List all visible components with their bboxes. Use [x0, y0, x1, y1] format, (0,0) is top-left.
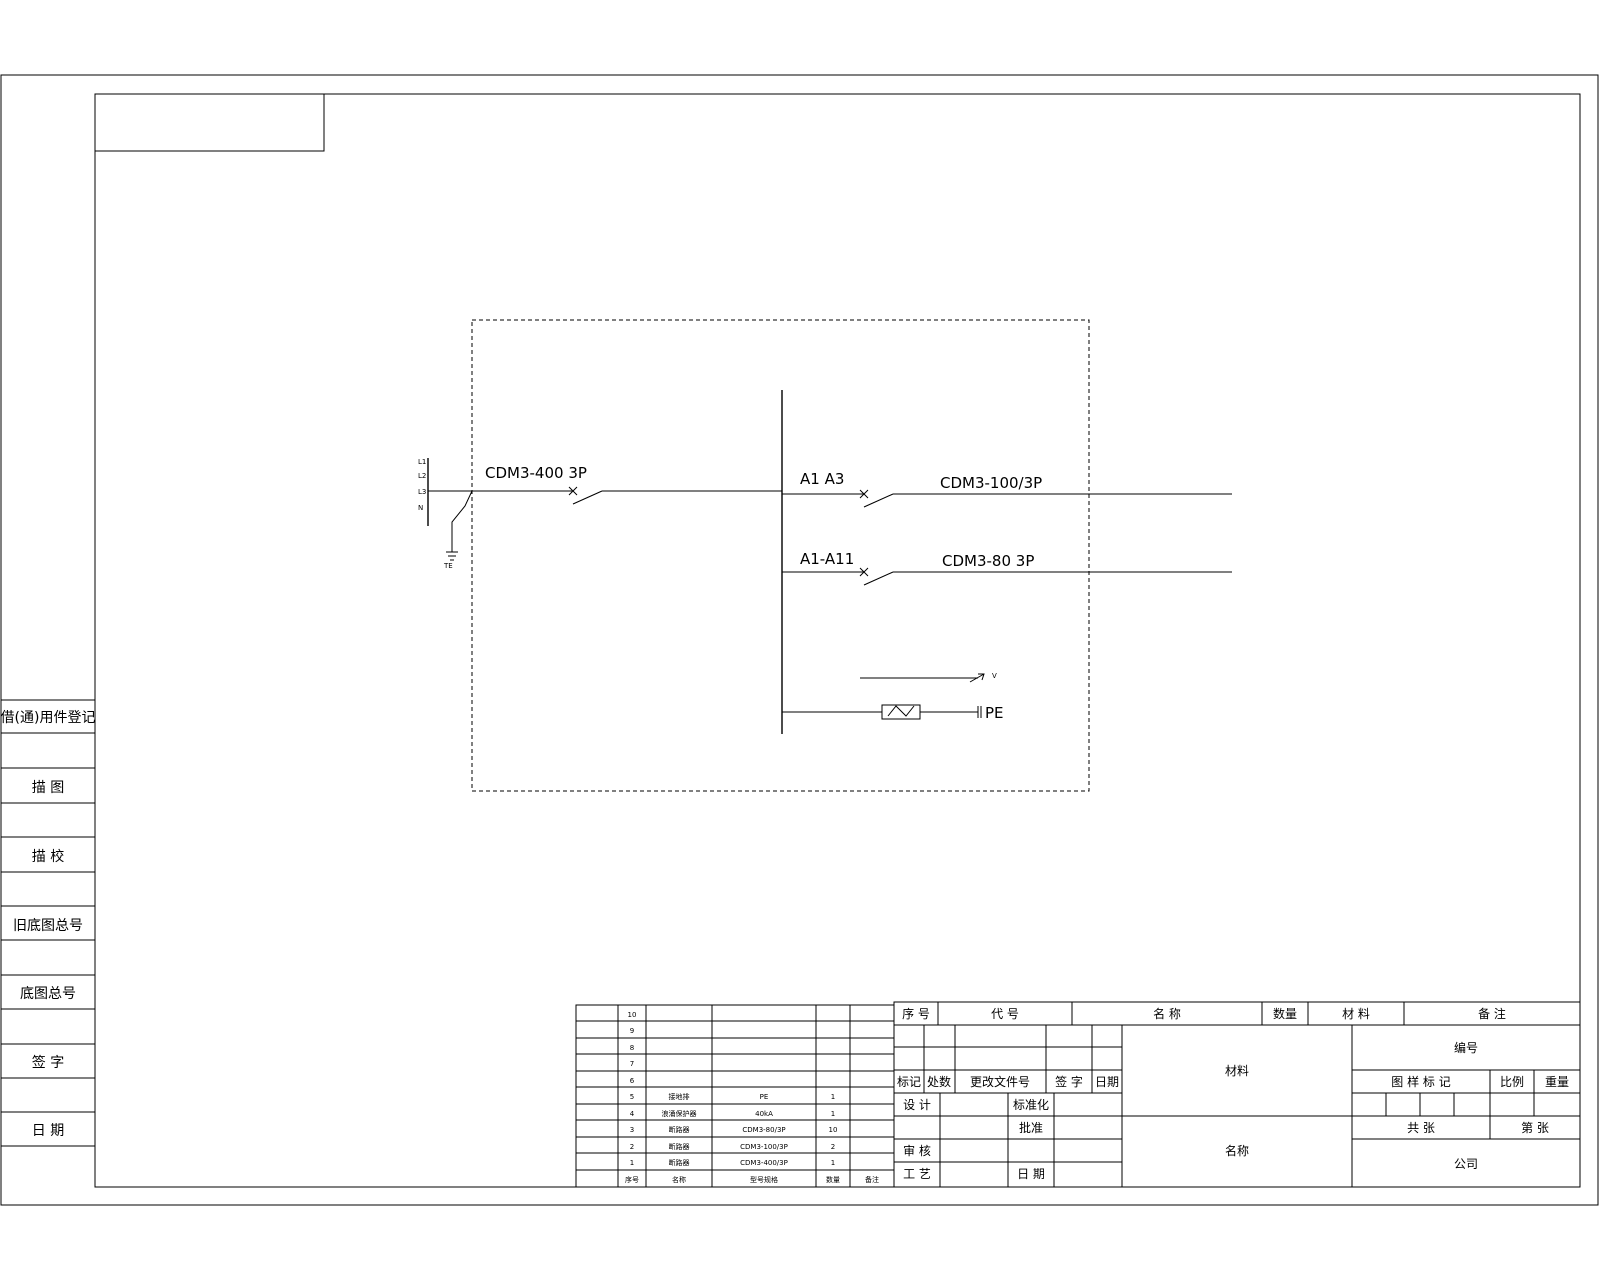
inner-frame	[94, 93, 1581, 1188]
ground-wire	[451, 490, 473, 552]
terminal-label-3: L3	[418, 488, 426, 496]
branch2-breaker-label: CDM3-80 3P	[942, 552, 1034, 570]
side-registry-panel	[0, 699, 96, 1147]
parts-header-name: 名称	[672, 1175, 686, 1184]
parts-model-3: CDM3-80/3P	[742, 1126, 785, 1134]
parts-qty-3: 10	[829, 1126, 838, 1134]
tb-sheet-no: 第 张	[1521, 1121, 1549, 1135]
branch1-circuit-label: A1 A3	[800, 470, 844, 488]
parts-name-1: 断路器	[669, 1158, 690, 1167]
tb-total-sheets: 共 张	[1407, 1121, 1435, 1135]
parts-qty-2: 2	[831, 1143, 835, 1151]
tb-process: 工 艺	[903, 1167, 931, 1181]
parts-header-qty: 数量	[826, 1175, 840, 1184]
parts-list-grid	[575, 1004, 895, 1188]
tb-code: 编号	[1454, 1040, 1478, 1055]
parts-no-7: 7	[630, 1060, 634, 1068]
parts-qty-4: 1	[831, 1110, 835, 1118]
tb-col-name: 名 称	[1153, 1006, 1181, 1021]
parts-no-1: 1	[630, 1159, 634, 1167]
parts-no-6: 6	[630, 1077, 635, 1085]
parts-name-4: 浪涌保护器	[662, 1109, 697, 1118]
tb-date2: 日 期	[1017, 1167, 1045, 1181]
tb-drawing-name: 名称	[1225, 1143, 1249, 1158]
tb-col-material: 材 料	[1342, 1007, 1370, 1021]
surge-protector-symbol	[881, 704, 921, 720]
tb-mark: 标记	[897, 1075, 921, 1089]
terminal-label-4: N	[418, 504, 423, 512]
side-row-trace: 描 图	[32, 780, 64, 796]
parts-header-note: 备注	[865, 1175, 879, 1184]
parts-name-2: 断路器	[669, 1142, 690, 1151]
branch1-breaker-label: CDM3-100/3P	[940, 474, 1042, 492]
parts-no-2: 2	[630, 1143, 634, 1151]
tb-standard: 标准化	[1013, 1098, 1049, 1112]
tb-date: 日期	[1095, 1075, 1119, 1089]
tb-col-no: 序 号	[902, 1006, 930, 1021]
pe-terminal-icon	[977, 706, 982, 718]
parts-no-8: 8	[630, 1044, 634, 1052]
outer-frame	[0, 74, 1599, 1206]
tb-col-qty: 数量	[1273, 1006, 1297, 1021]
tb-company: 公司	[1454, 1157, 1478, 1171]
branch2-breaker-symbol	[859, 567, 894, 586]
tb-design: 设 计	[903, 1098, 931, 1112]
parts-no-3: 3	[630, 1126, 634, 1134]
ground-label: TE	[443, 562, 453, 570]
parts-list-rows: 10 9 8 7 6 5 接地排 PE 1 4 浪涌保护器 40kA 1 3 断…	[625, 1011, 879, 1184]
tb-approve: 批准	[1019, 1120, 1043, 1135]
terminal-label-2: L2	[418, 472, 426, 480]
parts-header-no: 序号	[625, 1175, 639, 1184]
surge-arrow-icon	[969, 673, 985, 683]
tb-material: 材料	[1225, 1064, 1249, 1078]
tb-check: 审 核	[903, 1143, 931, 1158]
side-row-old-base-no: 旧底图总号	[13, 918, 83, 934]
side-row-date: 日 期	[32, 1123, 64, 1139]
terminal-label-1: L1	[418, 458, 426, 466]
parts-qty-1: 1	[831, 1159, 835, 1167]
parts-model-1: CDM3-400/3P	[740, 1159, 788, 1167]
parts-no-10: 10	[628, 1011, 637, 1019]
side-row-base-no: 底图总号	[20, 986, 76, 1002]
branch2-circuit-label: A1-A11	[800, 550, 854, 568]
parts-header-model: 型号规格	[750, 1175, 778, 1184]
pe-label: PE	[985, 704, 1004, 722]
parts-name-5: 接地排	[669, 1092, 690, 1101]
side-header: 借(通)用件登记	[1, 710, 96, 726]
title-block-grid	[893, 1001, 1581, 1188]
tb-col-code: 代 号	[991, 1007, 1019, 1021]
tb-weight: 重量	[1545, 1075, 1569, 1089]
parts-model-5: PE	[760, 1093, 769, 1101]
tb-stage-mark: 图 样 标 记	[1391, 1074, 1450, 1089]
parts-name-3: 断路器	[669, 1125, 690, 1134]
enclosure-boundary	[471, 319, 1090, 792]
side-row-trace-check: 描 校	[32, 848, 64, 865]
parts-no-4: 4	[630, 1110, 635, 1118]
parts-no-9: 9	[630, 1027, 634, 1035]
incoming-breaker-symbol	[568, 486, 603, 505]
incoming-breaker-label: CDM3-400 3P	[485, 464, 587, 482]
ground-symbol	[446, 551, 458, 561]
tb-scale: 比例	[1500, 1075, 1524, 1089]
side-row-signature: 签 字	[32, 1054, 64, 1071]
parts-qty-5: 1	[831, 1093, 835, 1101]
tb-change-doc: 更改文件号	[970, 1074, 1030, 1089]
parts-model-2: CDM3-100/3P	[740, 1143, 788, 1151]
parts-no-5: 5	[630, 1093, 634, 1101]
top-left-label-box	[94, 93, 325, 152]
surge-mark: V	[992, 672, 997, 680]
parts-model-4: 40kA	[755, 1110, 773, 1118]
tb-sign: 签 字	[1055, 1074, 1083, 1089]
branch1-breaker-symbol	[859, 489, 894, 508]
tb-zones: 处数	[927, 1074, 951, 1089]
tb-col-remark: 备 注	[1478, 1006, 1506, 1021]
